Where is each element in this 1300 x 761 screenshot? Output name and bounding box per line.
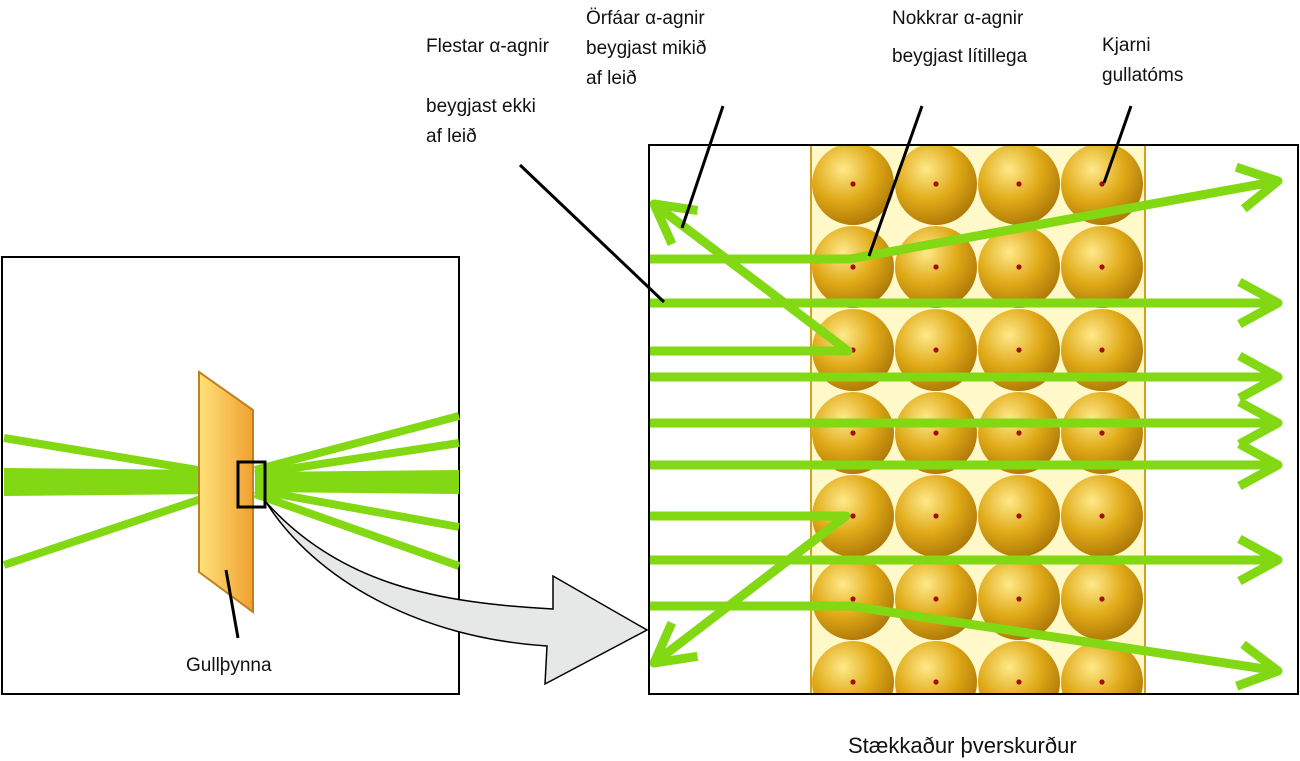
back-scattered-path xyxy=(650,200,853,356)
zoom-region-box xyxy=(236,460,267,509)
gold-nucleus-dot xyxy=(1099,596,1105,602)
gold-nucleus-dot xyxy=(1099,513,1105,519)
gold-foil xyxy=(198,370,254,614)
gold-nucleus-dot xyxy=(933,513,939,519)
gold-nucleus-dot xyxy=(1016,679,1022,685)
gold-nucleus-dot xyxy=(933,181,939,187)
label-some-particles: Nokkrar α-agnir beygjast lítillega xyxy=(892,8,1028,67)
some-particles-pointer xyxy=(867,105,924,257)
path-arrowhead xyxy=(1237,277,1283,329)
gold-nucleus-dot xyxy=(933,596,939,602)
outgoing-alpha-beams xyxy=(253,412,461,570)
gold-nucleus-dot xyxy=(933,264,939,270)
gold-nucleus-dot xyxy=(1099,430,1105,436)
path-arrowhead xyxy=(1237,351,1283,403)
label-most-particles: Flestar α-agnir beygjast ekki af leið xyxy=(426,36,549,147)
gold-nucleus-dot xyxy=(1016,264,1022,270)
path-arrowhead xyxy=(1235,640,1283,691)
path-arrowhead xyxy=(1234,162,1283,213)
gold-atom xyxy=(1061,641,1143,693)
few-particles-pointer xyxy=(680,105,725,229)
gold-nucleus-dot xyxy=(850,264,856,270)
gold-nucleus-dot xyxy=(1099,347,1105,353)
path-arrowhead xyxy=(650,199,699,246)
gold-atom xyxy=(978,641,1060,693)
label-gold-foil: Gullþynna xyxy=(186,655,272,676)
gold-atom xyxy=(895,641,977,693)
gold-nucleus-dot xyxy=(850,596,856,602)
path-arrowhead xyxy=(1237,534,1283,586)
gold-nucleus-dot xyxy=(850,513,856,519)
cross-section-frame xyxy=(648,144,1299,695)
path-arrowhead xyxy=(1237,397,1283,449)
label-gold-nucleus: Kjarni gullatóms xyxy=(1102,35,1184,86)
gold-nucleus-dot xyxy=(1016,513,1022,519)
zoom-arrow xyxy=(265,501,649,686)
back-scattered-path xyxy=(650,511,851,667)
alpha-particle-paths xyxy=(650,162,1283,691)
nucleus-pointer xyxy=(1102,105,1133,184)
foil-pointer-line xyxy=(224,569,240,639)
label-few-particles: Örfáar α-agnir beygjast mikið af leið xyxy=(586,8,707,89)
gold-nucleus-dot xyxy=(933,430,939,436)
path-arrowhead xyxy=(1237,439,1283,491)
gold-atom-grid xyxy=(812,145,1143,693)
gold-nucleus-dot xyxy=(1016,347,1022,353)
caption-cross-section: Stækkaður þverskurður xyxy=(848,733,1077,758)
gold-atom xyxy=(812,641,894,693)
gold-nucleus-dot xyxy=(850,430,856,436)
gold-nucleus-dot xyxy=(1099,679,1105,685)
gold-nucleus-dot xyxy=(850,181,856,187)
most-particles-pointer xyxy=(518,163,666,304)
gold-nucleus-dot xyxy=(1016,430,1022,436)
slightly-deflected-path xyxy=(650,176,1279,264)
gold-nucleus-dot xyxy=(933,347,939,353)
incoming-alpha-beams xyxy=(2,434,224,569)
gold-nucleus-dot xyxy=(1016,181,1022,187)
gold-nucleus-dot xyxy=(1016,596,1022,602)
gold-nucleus-dot xyxy=(933,679,939,685)
gold-nucleus-dot xyxy=(850,679,856,685)
path-arrowhead xyxy=(650,620,699,668)
gold-nucleus-dot xyxy=(1099,264,1105,270)
slightly-deflected-path xyxy=(650,601,1279,676)
